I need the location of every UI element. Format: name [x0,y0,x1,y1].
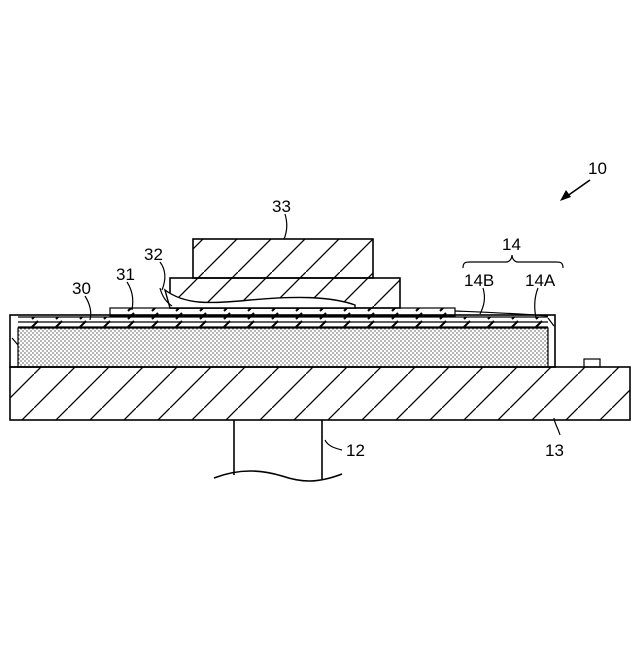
label-support-post: 12 [346,441,365,460]
assembly-arrow [560,180,590,201]
label-bonding-material: 32 [144,245,163,264]
top-block [193,239,373,278]
label-coating-part-b: 14B [464,271,494,290]
layer-stack [10,315,555,367]
label-coating-part-a: 14A [525,271,556,290]
label-lower-layer: 30 [72,279,91,298]
substrate-block [10,359,630,420]
label-substrate: 13 [545,441,564,460]
label-assembly: 10 [588,159,607,178]
label-top-block: 33 [272,197,291,216]
label-coating: 14 [502,235,521,254]
bonding-material [160,278,400,308]
label-thin-film: 31 [116,265,135,284]
support-post [214,420,342,481]
